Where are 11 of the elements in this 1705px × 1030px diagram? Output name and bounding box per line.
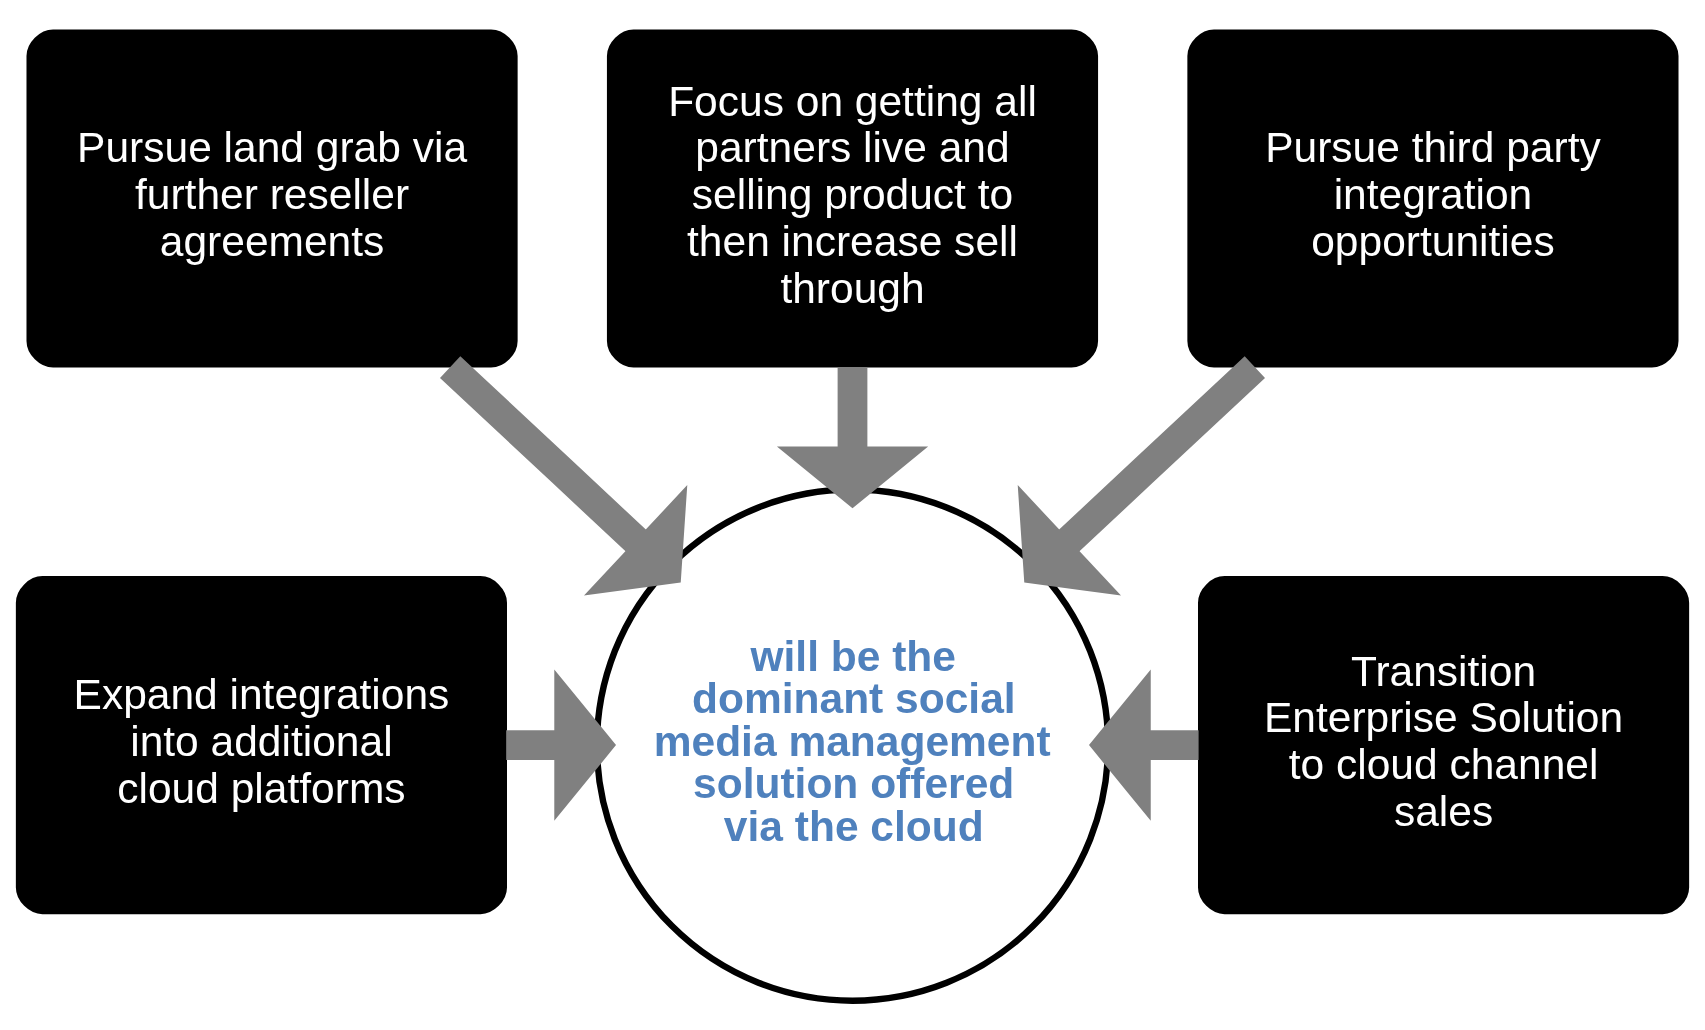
arrow <box>439 355 688 596</box>
node-circle: will be the dominant social media management solution offered via the cloud <box>593 485 1112 1004</box>
node-box: Pursue land grab via further reseller agreements <box>26 28 518 367</box>
arrow <box>1017 355 1266 596</box>
node-box: Focus on getting all partners live and selling product to then increase sell through <box>606 28 1099 367</box>
node-box: Expand integrations into additional cloud platforms <box>15 575 507 914</box>
arrow <box>776 366 929 508</box>
node-box: Transition Enterprise Solution to cloud channel sales <box>1198 575 1690 914</box>
arrow <box>1089 669 1199 821</box>
arrow <box>506 669 617 821</box>
node-box: Pursue third party integration opportunities <box>1187 28 1679 367</box>
